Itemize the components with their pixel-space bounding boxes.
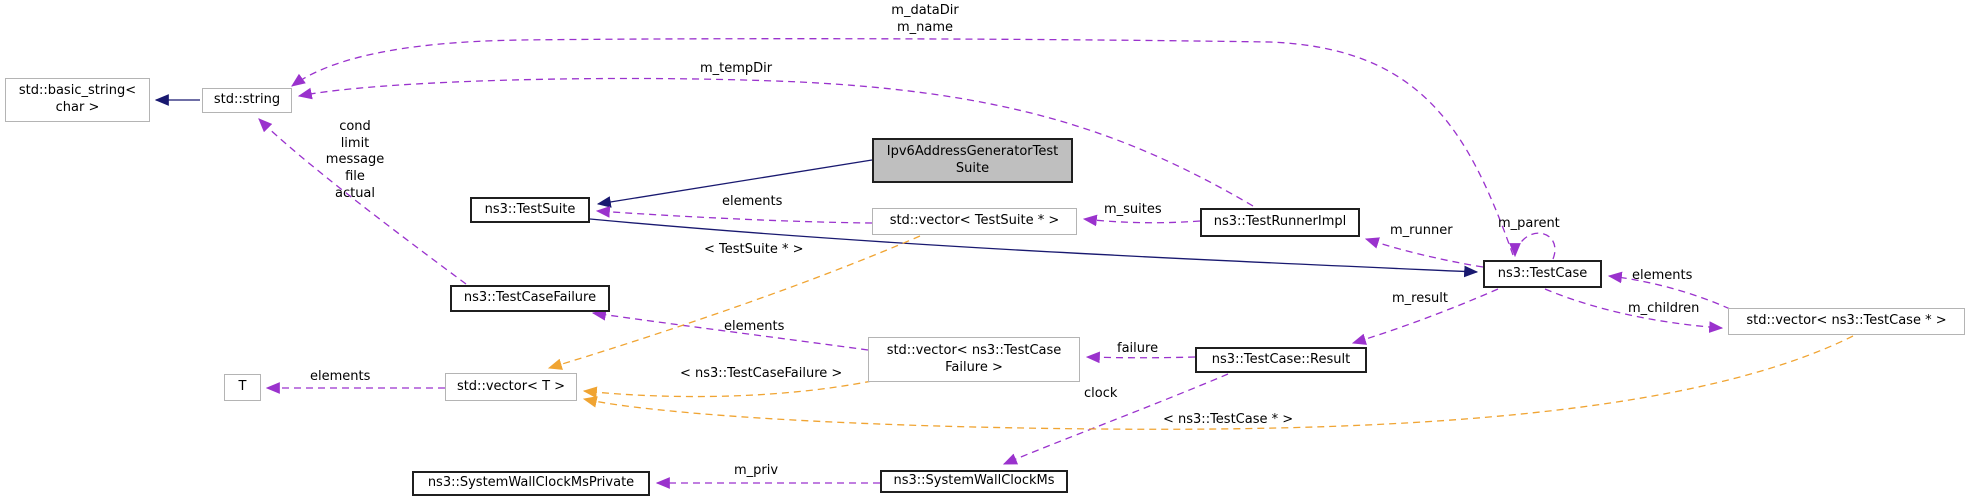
node-ns3-testcase-result[interactable]: ns3::TestCase::Result [1195,347,1367,373]
edge-label-mparent: m_parent [1498,216,1560,231]
edge-label-msuites: m_suites [1104,202,1162,217]
edge-inherit-testsuite-testcase [589,218,1479,278]
node-std-string[interactable]: std::string [202,88,292,113]
edge-label-elements-testsuite: elements [722,194,783,209]
node-ns3-testcase[interactable]: ns3::TestCase [1483,260,1602,288]
edge-label-mdatadir-mname: m_dataDir m_name [891,3,959,35]
edge-label-clock: clock [1084,386,1118,401]
edge-label-mtempdir: m_tempDir [700,61,773,76]
edge-label-template-testsuite: < TestSuite * > [704,242,804,257]
node-template-t: T [224,374,261,401]
edge-label-elements-testcasefailure: elements [724,319,785,334]
edge-label-mrunner: m_runner [1390,223,1453,238]
edge-label-mchildren: m_children [1628,301,1700,316]
edge-usage-msuites [1082,214,1201,227]
node-vector-ns3-testcase-ptr[interactable]: std::vector< ns3::TestCase * > [1728,308,1965,335]
edge-template-vector-testsuite [547,235,921,370]
edge-usage-elements-testcase [1607,271,1731,310]
node-vector-ns3-testcasefailure[interactable]: std::vector< ns3::TestCase Failure > [868,337,1080,382]
edge-usage-mtempdir [297,77,1254,207]
edge-label-mpriv: m_priv [734,463,779,478]
node-std-basic-string[interactable]: std::basic_string< char > [5,78,150,122]
edge-usage-clock [1002,373,1229,465]
edge-label-template-testcase: < ns3::TestCase * > [1163,412,1294,427]
node-vector-t[interactable]: std::vector< T > [445,373,577,401]
node-ns3-systemwallclockmsprivate[interactable]: ns3::SystemWallClockMsPrivate [412,471,650,496]
edge-label-template-testcasefailure: < ns3::TestCaseFailure > [680,366,843,381]
edge-usage-failure [1085,351,1196,364]
edge-usage-mparent-selfloop [1509,232,1556,260]
node-ns3-testcasefailure[interactable]: ns3::TestCaseFailure [450,285,610,312]
node-vector-testsuite-ptr[interactable]: std::vector< TestSuite * > [872,208,1077,235]
edge-usage-mrunner [1364,237,1484,268]
node-ipv6-address-generator-test-suite: Ipv6AddressGeneratorTest Suite [872,138,1073,183]
edge-label-elements-testcase: elements [1632,268,1693,283]
edge-label-mresult: m_result [1392,291,1448,306]
edge-usage-elements-testsuite [595,206,873,224]
edge-usage-elements-testcasefailure [591,309,869,351]
edge-usage-mchildren [1544,288,1724,333]
edge-template-vector-testcase [582,335,1854,430]
edge-usage-mresult [1351,288,1499,345]
edge-label-cond-limit-message-file-actual: cond limit message file actual [325,119,385,201]
edge-label-failure: failure [1117,341,1159,356]
edge-template-vector-testcasefailure [582,380,873,399]
edge-usage-mdatadir-mname [291,38,1514,256]
node-ns3-systemwallclockms[interactable]: ns3::SystemWallClockMs [880,470,1068,493]
edge-label-elements-t: elements [310,369,371,384]
edge-inherit-ipv6suite-testsuite [596,159,873,208]
node-ns3-testrunnerimpl[interactable]: ns3::TestRunnerImpl [1200,208,1360,237]
node-ns3-testsuite[interactable]: ns3::TestSuite [470,197,590,223]
